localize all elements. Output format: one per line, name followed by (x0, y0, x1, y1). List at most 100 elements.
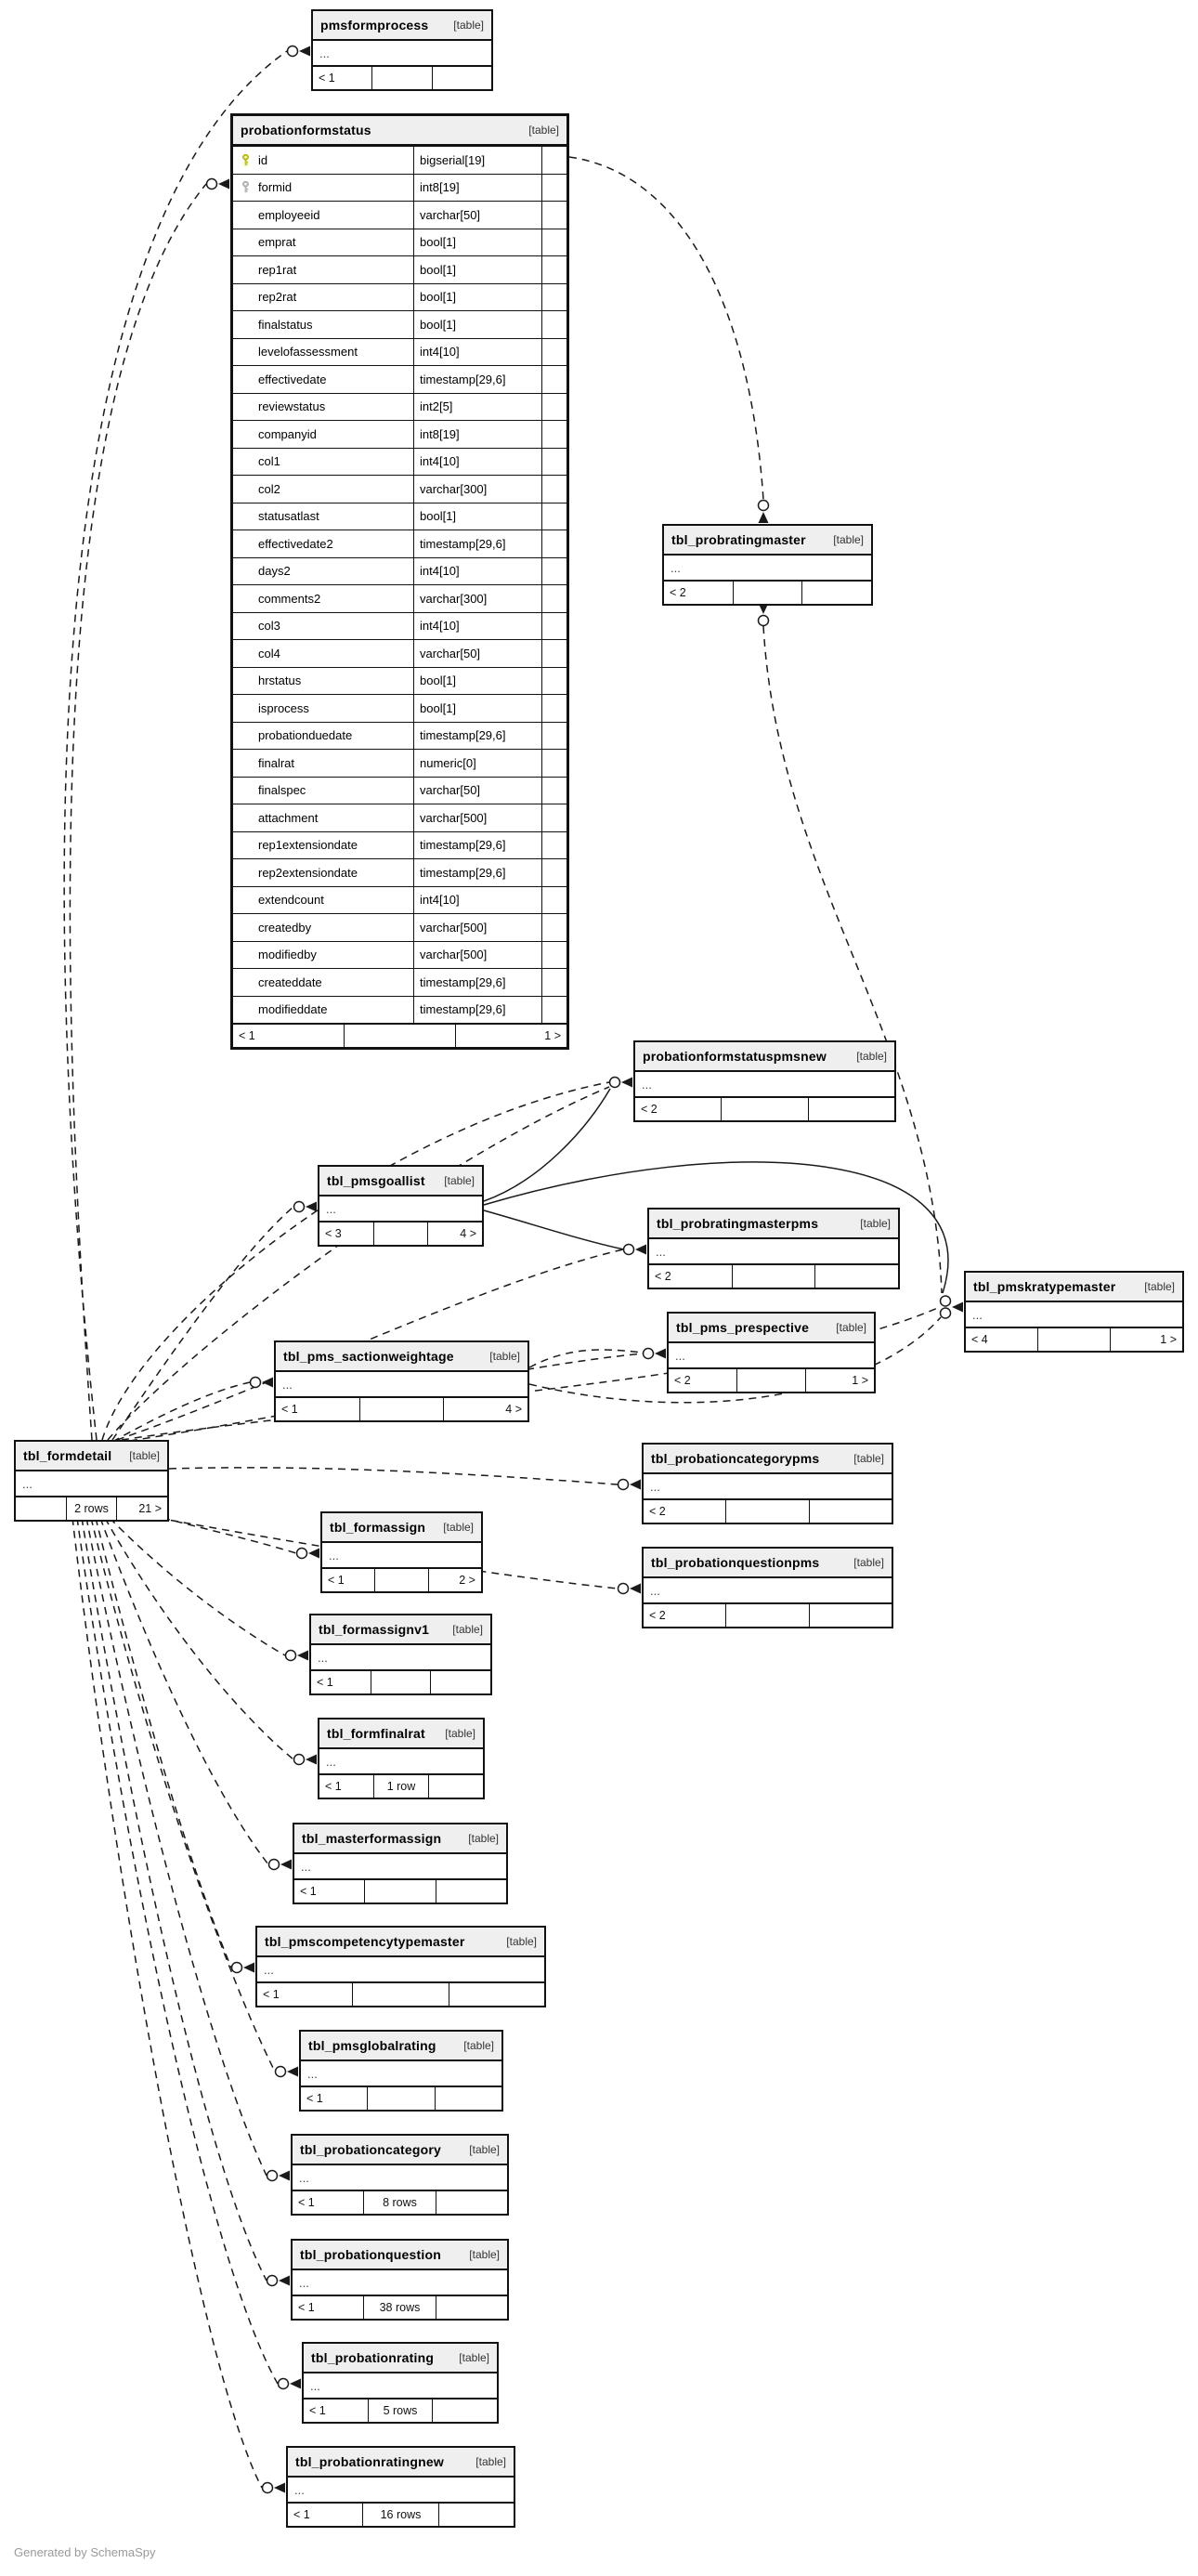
table-tbl_pmscompetencytypemaster[interactable]: tbl_pmscompetencytypemaster[table]...< 1 (255, 1926, 546, 2007)
table-header: tbl_probationcategorypms[table] (644, 1445, 892, 1474)
relationship-arrowhead (218, 178, 229, 190)
footer-row-count: 8 rows (363, 2191, 435, 2214)
zero-or-one-marker (622, 1243, 635, 1256)
table-name: tbl_formassign (330, 1520, 426, 1535)
table-tbl_probratingmasterpms[interactable]: tbl_probratingmasterpms[table]...< 2 (647, 1208, 900, 1289)
footer-children-count: < 1 (298, 2196, 315, 2209)
relation-anchor-strip (541, 886, 566, 913)
column-name-cell: attachment (233, 804, 413, 831)
table-tbl_probratingmaster[interactable]: tbl_probratingmaster[table]...< 2 (662, 524, 873, 606)
column-name-cell: reviewstatus (233, 394, 413, 421)
table-header: tbl_masterformassign[table] (294, 1824, 506, 1854)
table-probationformstatuspmsnew[interactable]: probationformstatuspmsnew[table]...< 2 (633, 1040, 896, 1122)
table-footer: < 1 (257, 1981, 544, 2006)
relationship-edge (528, 1316, 942, 1404)
relation-anchor-strip (541, 914, 566, 941)
schemaspy-credit: Generated by SchemaSpy (14, 2545, 156, 2559)
relationship-edge (76, 1517, 279, 2385)
table-tbl_formassignv1[interactable]: tbl_formassignv1[table]...< 1 (309, 1614, 492, 1695)
zero-or-one-marker (757, 499, 770, 512)
footer-parents-count (807, 1098, 894, 1120)
column-type: varchar[500] (413, 914, 541, 941)
relation-anchor-strip (541, 859, 566, 886)
table-header: probationformstatuspmsnew[table] (635, 1042, 894, 1072)
footer-row-count (352, 1983, 448, 2006)
relationship-edge (116, 1353, 644, 1444)
table-tag: [table] (853, 1556, 884, 1569)
table-tag: [table] (833, 533, 864, 546)
relation-anchor-strip (541, 996, 566, 1023)
table-name: tbl_pmskratypemaster (973, 1279, 1116, 1294)
column-name-cell: rep2rat (233, 284, 413, 311)
table-tag: [table] (444, 1174, 475, 1187)
table-footer: < 2 (644, 1602, 892, 1627)
table-name: tbl_formfinalrat (327, 1726, 425, 1741)
table-tag: [table] (528, 124, 559, 137)
table-tag: [table] (853, 1452, 884, 1465)
column-icon-spacer (240, 538, 252, 550)
column-icon-spacer (240, 894, 252, 906)
columns-ellipsis: ... (319, 1749, 483, 1773)
column-icon-spacer (240, 264, 252, 276)
relation-anchor-strip (541, 338, 566, 365)
column-type: timestamp[29,6] (413, 859, 541, 886)
table-tbl_probationcategorypms[interactable]: tbl_probationcategorypms[table]...< 2 (642, 1443, 893, 1524)
column-name-cell: statusatlast (233, 503, 413, 530)
footer-parents-count (808, 1604, 892, 1627)
footer-row-count: 16 rows (362, 2504, 437, 2526)
column-type: varchar[300] (413, 476, 541, 503)
column-name: modifieddate (258, 1002, 328, 1017)
table-tbl_pmsglobalrating[interactable]: tbl_pmsglobalrating[table]...< 1 (299, 2030, 503, 2112)
column-name-cell: effectivedate2 (233, 530, 413, 557)
column-type: varchar[50] (413, 202, 541, 229)
table-tbl_probationquestionpms[interactable]: tbl_probationquestionpms[table]...< 2 (642, 1547, 893, 1628)
column-name: levelofassessment (258, 345, 358, 360)
table-name: tbl_probationcategory (300, 2142, 441, 2157)
column-type: varchar[500] (413, 804, 541, 831)
column-icon-spacer (240, 209, 252, 221)
column-name-cell: col4 (233, 640, 413, 667)
columns-ellipsis: ... (313, 41, 491, 65)
column-name-cell: finalspec (233, 778, 413, 804)
zero-or-one-marker (293, 1753, 306, 1766)
relationship-edge (104, 1517, 294, 1760)
table-pmsformprocess[interactable]: pmsformprocess[table]...< 1 (311, 9, 493, 91)
column-name: days2 (258, 564, 291, 579)
relation-anchor-strip (541, 283, 566, 310)
column-type: varchar[300] (413, 585, 541, 612)
table-tbl_masterformassign[interactable]: tbl_masterformassign[table]...< 1 (293, 1823, 508, 1904)
relation-anchor-strip (541, 147, 566, 174)
column-icon-spacer (240, 1003, 252, 1015)
table-header: tbl_formfinalrat[table] (319, 1720, 483, 1749)
columns-ellipsis: ... (293, 2165, 507, 2190)
column-name-cell: modifiedby (233, 942, 413, 969)
column-type: timestamp[29,6] (413, 530, 541, 557)
footer-row-count (731, 1265, 815, 1288)
column-name: col2 (258, 481, 280, 496)
column-name-cell: comments2 (233, 585, 413, 612)
table-footer: < 1 (294, 1878, 506, 1903)
column-name-cell: id (233, 147, 413, 174)
columns-ellipsis: ... (294, 1854, 506, 1878)
table-tag: [table] (463, 2039, 494, 2052)
